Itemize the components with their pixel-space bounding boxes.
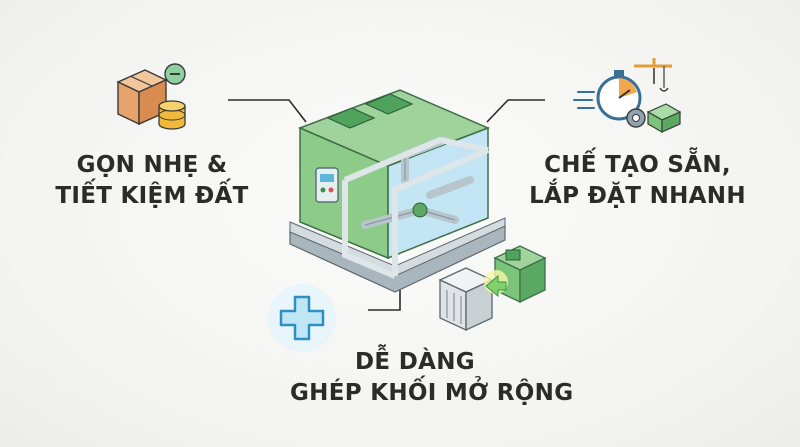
stopwatch-crane-gear-icon [573,58,682,134]
box-coins-minus-icon [116,63,186,130]
plus-expand-icon [268,284,336,352]
connector-bottom [368,290,401,311]
feature-label-prefab-line2: LẮP ĐẶT NHANH [529,183,746,209]
feature-label-compact-line2: TIẾT KIỆM ĐẤT [55,183,249,209]
feature-label-compact: GỌN NHẸ & TIẾT KIỆM ĐẤT [52,150,252,212]
feature-label-prefab: CHẾ TẠO SẴN, LẮP ĐẶT NHANH [515,150,760,212]
feature-label-expandable: DỄ DÀNG GHÉP KHỐI MỞ RỘNG [290,347,574,409]
feature-label-prefab-line1: CHẾ TẠO SẴN, [544,152,731,178]
feature-label-expandable-line1: DỄ DÀNG [355,349,475,375]
connector-right [486,99,545,123]
feature-label-compact-line1: GỌN NHẸ & [76,152,228,178]
modular-treatment-unit-icon [289,89,506,293]
feature-label-expandable-line2: GHÉP KHỐI MỞ RỘNG [290,380,574,406]
modules-combine-icon [438,245,547,332]
connector-left [228,99,307,123]
